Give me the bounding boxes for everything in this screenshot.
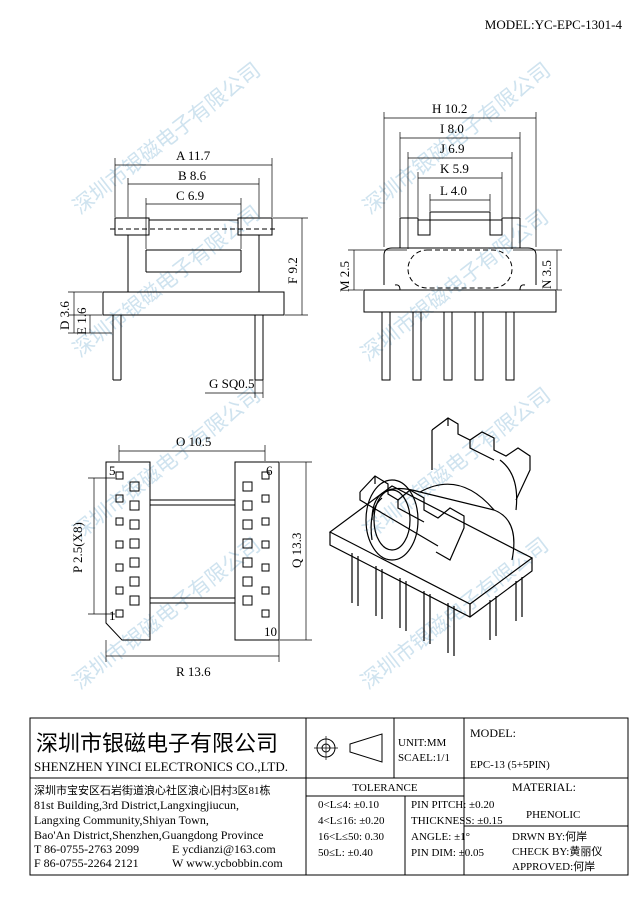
pin-5-label: 5 bbox=[109, 463, 116, 478]
material-value: PHENOLIC bbox=[526, 809, 580, 821]
watermark: 深圳市银磁电子有限公司 bbox=[68, 383, 265, 544]
model-value: EPC-13 (5+5PIN) bbox=[470, 759, 550, 771]
watermark: 深圳市银磁电子有限公司 bbox=[68, 533, 265, 694]
tolerance-right-2: THICKNESS: ±0.15 bbox=[411, 815, 503, 827]
tolerance-right-4: PIN DIM: ±0.05 bbox=[411, 847, 484, 859]
company-name-cn: 深圳市银磁电子有限公司 bbox=[36, 731, 278, 756]
title-block: 深圳市银磁电子有限公司 SHENZHEN YINCI ELECTRONICS C… bbox=[29, 717, 629, 876]
material-label: MATERIAL: bbox=[512, 780, 576, 794]
approved-by: APPROVED:何岸 bbox=[512, 860, 595, 873]
dim-f-label: F 9.2 bbox=[285, 257, 300, 284]
watermark: 深圳市银磁电子有限公司 bbox=[356, 205, 553, 366]
dim-i-label: I 8.0 bbox=[440, 121, 464, 136]
telephone: T 86-0755-2763 2099 bbox=[34, 842, 139, 856]
dim-j-label: J 6.9 bbox=[440, 141, 465, 156]
dim-g-label: G SQ0.5 bbox=[209, 376, 255, 391]
dim-r-label: R 13.6 bbox=[176, 664, 211, 679]
dim-o-label: O 10.5 bbox=[176, 434, 211, 449]
dim-d-label: D 3.6 bbox=[57, 301, 72, 330]
dim-h-label: H 10.2 bbox=[432, 101, 467, 116]
dim-m-label: M 2.5 bbox=[337, 261, 352, 292]
pin-1-label: 1 bbox=[109, 608, 116, 623]
tolerance-left-3: 16<L≤50: 0.30 bbox=[318, 831, 385, 843]
address-line-2: Langxing Community,Shiyan Town, bbox=[34, 813, 209, 827]
watermark-layer: 深圳市银磁电子有限公司 深圳市银磁电子有限公司 深圳市银磁电子有限公司 深圳市银… bbox=[68, 58, 555, 694]
pin-6-label: 6 bbox=[266, 463, 273, 478]
tolerance-left-1: 0<L≤4: ±0.10 bbox=[318, 799, 380, 811]
front-view: A 11.7 B 8.6 C 6.9 G SQ0.5 F 9.2 D 3.6 E… bbox=[57, 148, 308, 398]
email: E ycdianzi@163.com bbox=[172, 842, 276, 856]
watermark: 深圳市银磁电子有限公司 bbox=[68, 201, 265, 362]
address-line-1: 81st Building,3rd District,Langxingjiucu… bbox=[34, 798, 239, 812]
company-name-en: SHENZHEN YINCI ELECTRONICS CO.,LTD. bbox=[34, 759, 288, 774]
watermark: 深圳市银磁电子有限公司 bbox=[356, 533, 553, 694]
model-header: MODEL:YC-EPC-1301-4 bbox=[485, 17, 623, 32]
isometric-view bbox=[328, 417, 534, 656]
tolerance-left-2: 4<L≤16: ±0.20 bbox=[318, 815, 385, 827]
dim-c-label: C 6.9 bbox=[176, 188, 204, 203]
tolerance-right-1: PIN PITCH: ±0.20 bbox=[411, 799, 495, 811]
fax: F 86-0755-2264 2121 bbox=[34, 856, 139, 870]
dim-q-label: Q 13.3 bbox=[289, 533, 304, 568]
model-label: MODEL: bbox=[470, 726, 516, 740]
dim-k-label: K 5.9 bbox=[440, 161, 469, 176]
side-view: H 10.2 I 8.0 J 6.9 K 5.9 L 4.0 M 2.5 N 3… bbox=[337, 101, 562, 381]
unit-label: UNIT:MM bbox=[398, 737, 447, 749]
dim-a-label: A 11.7 bbox=[176, 148, 211, 163]
bottom-view: O 10.5 R 13.6 P 2.5(X8) Q 13.3 5 6 1 10 bbox=[70, 434, 312, 679]
dim-p-label: P 2.5(X8) bbox=[70, 522, 85, 573]
address-cn: 深圳市宝安区石岩街道浪心社区浪心旧村3区81栋 bbox=[34, 783, 271, 797]
dim-l-label: L 4.0 bbox=[440, 183, 467, 198]
checked-by: CHECK BY:黄丽仪 bbox=[512, 844, 602, 858]
address-line-3: Bao'An District,Shenzhen,Guangdong Provi… bbox=[34, 828, 263, 842]
tolerance-title: TOLERANCE bbox=[352, 782, 417, 794]
drawn-by: DRWN BY:何岸 bbox=[512, 830, 587, 843]
dim-e-label: E 1.6 bbox=[74, 307, 89, 335]
scale-label: SCAEL:1/1 bbox=[398, 752, 450, 764]
tolerance-right-3: ANGLE: ±1° bbox=[411, 831, 470, 843]
projection-symbol-icon bbox=[314, 733, 383, 763]
dim-b-label: B 8.6 bbox=[178, 168, 207, 183]
tolerance-left-4: 50≤L: ±0.40 bbox=[318, 847, 373, 859]
pin-10-label: 10 bbox=[264, 624, 277, 639]
dim-n-label: N 3.5 bbox=[539, 260, 554, 289]
watermark: 深圳市银磁电子有限公司 bbox=[68, 58, 265, 219]
website: W www.ycbobbin.com bbox=[172, 856, 283, 870]
